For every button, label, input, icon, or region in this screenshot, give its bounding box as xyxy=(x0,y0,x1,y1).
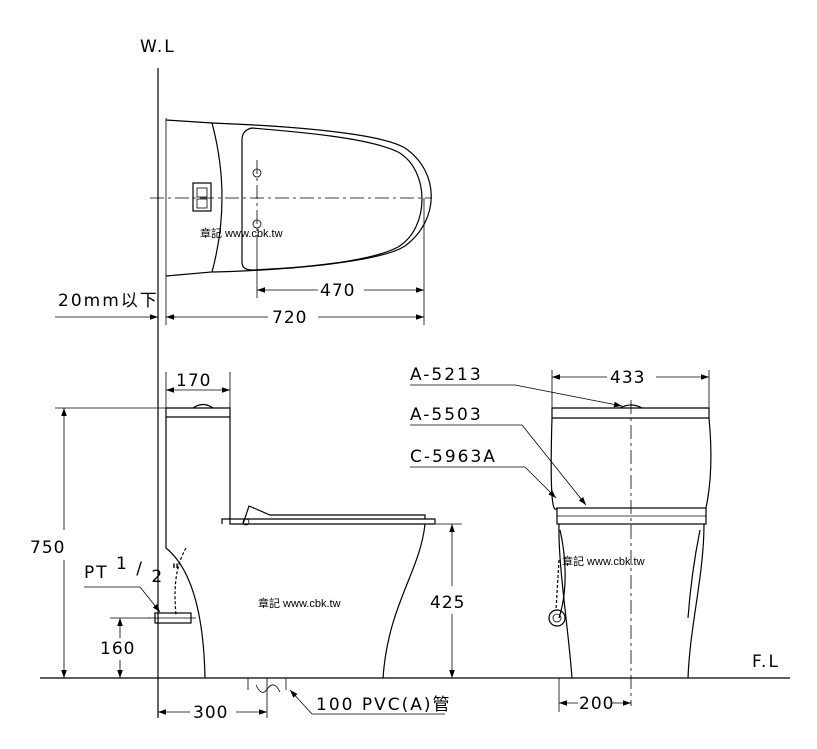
drain-pipe-callout: 100 PVC(A)管 xyxy=(289,689,452,715)
seat-length-dimension: 470 xyxy=(256,198,425,325)
side-view: 章記 www.cbk.tw xyxy=(148,403,436,693)
seat-length-value: 470 xyxy=(320,281,355,301)
total-height-dimension: 750 xyxy=(30,407,170,678)
pipe-thread-callout: PT 1 / 2 " xyxy=(84,554,181,613)
svg-text:PT 1 / 2: PT 1 / 2 " xyxy=(84,554,181,587)
drain-offset-value: 200 xyxy=(579,694,614,714)
pipe-thread-den: 2 xyxy=(151,567,164,587)
rough-in-value: 300 xyxy=(193,703,228,723)
part-seat-component-label: A-5213 xyxy=(410,365,483,385)
pipe-thread-inch: " xyxy=(172,561,182,581)
wall-line-label: W.L xyxy=(140,37,176,57)
part-callout-seat-component: A-5213 xyxy=(410,365,623,408)
drain-offset-dimension: 200 xyxy=(558,678,631,714)
rough-in-dimension: 300 xyxy=(157,678,268,723)
supply-height-dimension: 160 xyxy=(100,617,150,678)
total-length-value: 720 xyxy=(272,308,307,328)
total-length-dimension: 720 xyxy=(165,278,424,328)
top-view: 章記 www.cbk.tw xyxy=(150,118,432,278)
front-view: 章記 www.cbk.tw xyxy=(548,400,712,706)
supply-height-value: 160 xyxy=(100,639,135,659)
total-width-value: 433 xyxy=(610,368,645,388)
pipe-thread-slash: / xyxy=(136,559,144,579)
seat-height-dimension: 425 xyxy=(430,523,465,678)
max-gap-label: 20mm以下 xyxy=(58,291,159,311)
total-height-value: 750 xyxy=(30,538,65,558)
max-gap-dimension: 20mm以下 xyxy=(55,291,176,320)
tank-depth-dimension: 170 xyxy=(165,371,231,408)
part-callout-seat: A-5503 xyxy=(410,405,587,506)
total-width-dimension: 433 xyxy=(551,368,710,408)
tank-depth-value: 170 xyxy=(176,371,211,391)
drain-pipe-label: 100 PVC(A)管 xyxy=(316,695,452,715)
part-callout-toilet: C-5963A xyxy=(410,447,557,499)
part-seat-label: A-5503 xyxy=(410,405,483,425)
part-toilet-label: C-5963A xyxy=(410,447,497,467)
watermark-top: 章記 www.cbk.tw xyxy=(200,226,283,240)
seat-height-value: 425 xyxy=(430,593,465,613)
floor-line-label: F.L xyxy=(752,652,780,672)
watermark-front: 章記 www.cbk.tw xyxy=(562,554,645,568)
watermark-side: 章記 www.cbk.tw xyxy=(258,596,341,610)
pipe-thread-prefix: PT xyxy=(84,563,109,583)
pipe-thread-num: 1 xyxy=(116,554,129,574)
